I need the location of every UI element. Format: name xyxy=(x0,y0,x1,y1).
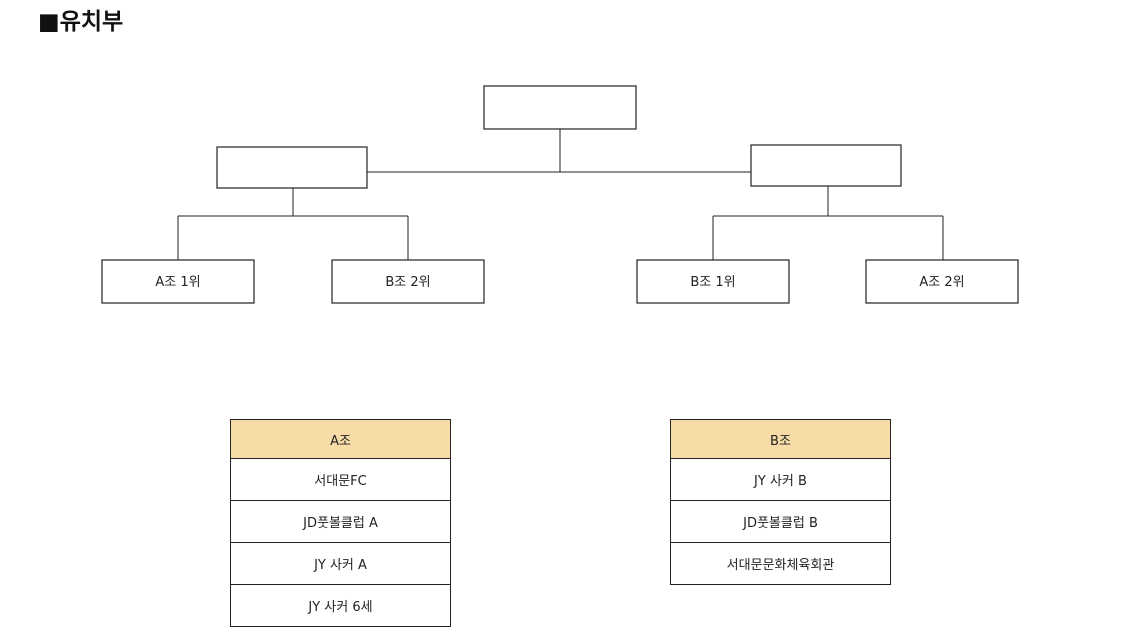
group-a-team-1: 서대문FC xyxy=(230,458,451,501)
quarterfinal-box-2 xyxy=(331,259,485,304)
group-b-team-2: JD풋볼클럽 B xyxy=(670,500,891,543)
final-box xyxy=(483,85,637,130)
quarterfinal-label-2: B조 2위 xyxy=(385,275,430,290)
group-b-team-1: JY 사커 B xyxy=(670,458,891,501)
group-a-team-3: JY 사커 A xyxy=(230,542,451,585)
page-title: ■유치부 xyxy=(38,9,124,35)
group-a-header: A조 xyxy=(230,419,451,459)
quarterfinal-label-4: A조 2위 xyxy=(919,275,964,290)
group-a-table: A조 서대문FC JD풋볼클럽 A JY 사커 A JY 사커 6세 xyxy=(230,419,451,627)
semifinal-box-right xyxy=(750,144,902,187)
quarterfinal-box-4 xyxy=(865,259,1019,304)
quarterfinal-label-3: B조 1위 xyxy=(690,275,735,290)
quarterfinal-box-3 xyxy=(636,259,790,304)
group-b-header: B조 xyxy=(670,419,891,459)
group-b-team-3: 서대문문화체육회관 xyxy=(670,542,891,585)
group-a-team-4: JY 사커 6세 xyxy=(230,584,451,627)
semifinal-box-left xyxy=(216,146,368,189)
quarterfinal-label-1: A조 1위 xyxy=(155,275,200,290)
quarterfinal-box-1 xyxy=(101,259,255,304)
group-a-team-2: JD풋볼클럽 A xyxy=(230,500,451,543)
group-b-table: B조 JY 사커 B JD풋볼클럽 B 서대문문화체육회관 xyxy=(670,419,891,585)
